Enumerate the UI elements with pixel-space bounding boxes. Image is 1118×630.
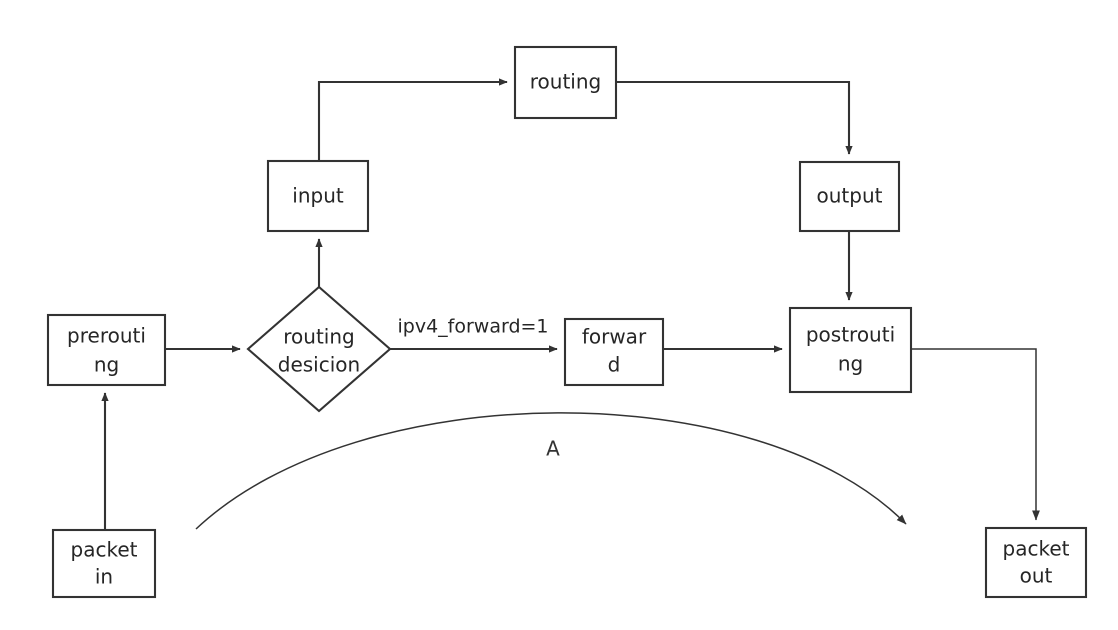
node-packet-in-label-line2: in bbox=[95, 565, 113, 589]
node-routing-decision-label-line1: routing bbox=[283, 325, 354, 349]
node-forward-label-line1: forwar bbox=[582, 325, 647, 349]
node-packet-out-label-line2: out bbox=[1020, 564, 1053, 588]
node-packet-out-label-line1: packet bbox=[1003, 537, 1070, 561]
node-routing[interactable]: routing bbox=[513, 45, 618, 120]
node-postrouting-label-line1: postrouti bbox=[806, 323, 895, 347]
node-forward[interactable]: forwar d bbox=[563, 317, 665, 387]
node-prerouting-label-line2: ng bbox=[94, 353, 119, 377]
node-packet-out[interactable]: packet out bbox=[984, 526, 1088, 599]
node-packet-in-label-line1: packet bbox=[71, 538, 138, 562]
node-routing-label: routing bbox=[530, 70, 601, 94]
node-forward-label-line2: d bbox=[608, 353, 621, 377]
edge-routing-decision-to-forward: ipv4_forward=1 bbox=[390, 316, 558, 353]
node-routing-decision-label-line2: desicion bbox=[278, 353, 360, 377]
node-routing-decision[interactable]: routing desicion bbox=[246, 285, 392, 413]
node-output[interactable]: output bbox=[798, 160, 901, 233]
node-prerouting[interactable]: prerouti ng bbox=[46, 313, 167, 387]
edge-label-curve-a: A bbox=[546, 437, 560, 461]
node-input[interactable]: input bbox=[266, 159, 370, 233]
node-postrouting-label-line2: ng bbox=[838, 352, 863, 376]
node-packet-in[interactable]: packet in bbox=[51, 528, 157, 599]
edge-postrouting-to-packet-out bbox=[911, 348, 1040, 521]
node-input-label: input bbox=[292, 184, 344, 208]
node-postrouting[interactable]: postrouti ng bbox=[788, 306, 913, 394]
edge-routing-to-output bbox=[616, 80, 853, 155]
edge-label-ipv4-forward: ipv4_forward=1 bbox=[397, 316, 548, 338]
edge-curved-path-a: A bbox=[195, 412, 907, 530]
edge-input-to-routing bbox=[317, 78, 508, 161]
node-output-label: output bbox=[817, 184, 883, 208]
node-prerouting-label-line1: prerouti bbox=[67, 324, 146, 348]
